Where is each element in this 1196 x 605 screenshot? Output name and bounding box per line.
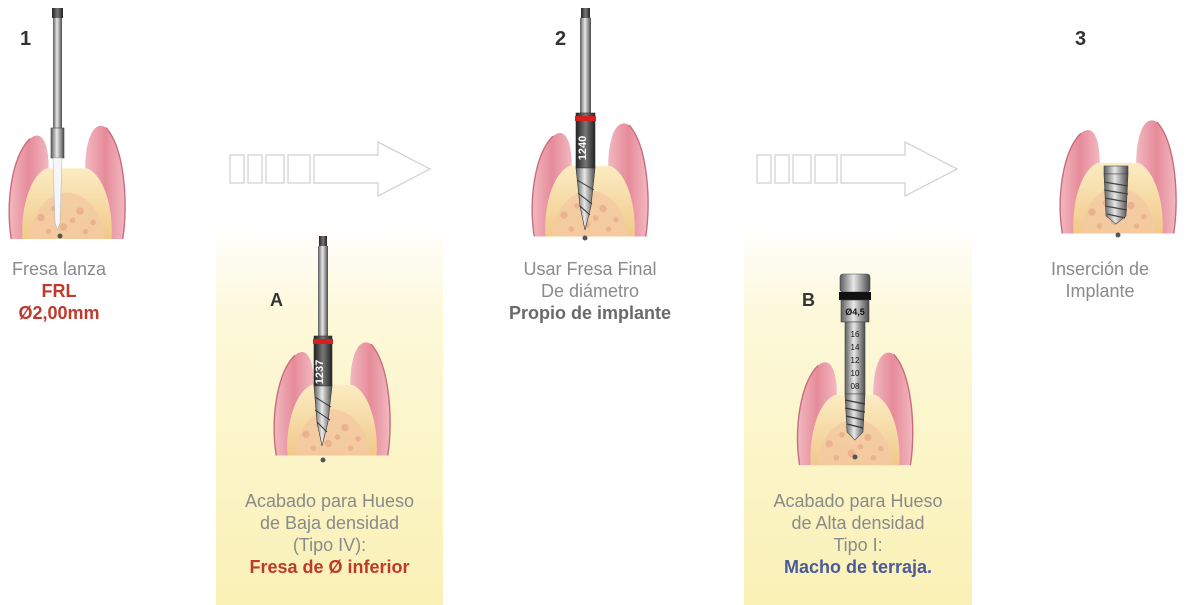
option-b-instruction: Macho de terraja. xyxy=(783,557,933,577)
option-a-line-1: Acabado para Hueso xyxy=(244,491,415,511)
step2-line-1: Usar Fresa Final xyxy=(523,259,657,279)
step1-illustration xyxy=(8,8,126,240)
step2-illustration: 1240 xyxy=(531,8,649,241)
option-b-tap-mark-4: 10 xyxy=(851,369,860,378)
option-b-tap-mark-3: 12 xyxy=(851,356,860,365)
step2-instruction: Propio de implante xyxy=(508,303,672,323)
option-a-drill-mark: 1237 xyxy=(314,360,326,384)
step2-line-2: De diámetro xyxy=(540,281,640,301)
option-b-letter: B xyxy=(802,290,815,310)
step3-caption: Inserción de Implante xyxy=(1030,258,1170,302)
step-number-3: 3 xyxy=(1075,28,1087,50)
step1-drill-name: FRL xyxy=(41,281,77,301)
option-b-tap-mark-5: 08 xyxy=(851,382,860,391)
option-a-caption: Acabado para Hueso de Baja densidad (Tip… xyxy=(216,490,443,578)
step2-caption: Usar Fresa Final De diámetro Propio de i… xyxy=(480,258,700,324)
option-a-illustration: 1237 xyxy=(273,236,391,463)
step3-illustration xyxy=(1059,119,1177,238)
option-a-instruction: Fresa de Ø inferior xyxy=(249,557,410,577)
option-b-caption: Acabado para Hueso de Alta densidad Tipo… xyxy=(744,490,972,578)
step-number-1: 1 xyxy=(20,28,32,50)
step1-drill-diameter: Ø2,00mm xyxy=(18,303,100,323)
step1-line-1: Fresa lanza xyxy=(11,259,107,279)
step2-drill-mark: 1240 xyxy=(577,136,589,160)
step3-line-1: Inserción de xyxy=(1050,259,1150,279)
step-number-2: 2 xyxy=(555,28,567,50)
option-b-tap-mark-1: 16 xyxy=(851,330,860,339)
option-b-illustration: Ø4,5 16 14 12 10 08 xyxy=(796,273,914,466)
arrow-step2-to-step3 xyxy=(756,141,959,197)
option-a-letter: A xyxy=(270,290,283,310)
option-b-line-1: Acabado para Hueso xyxy=(773,491,943,511)
step3-line-2: Implante xyxy=(1065,281,1135,301)
option-b-tap-mark-2: 14 xyxy=(851,343,860,352)
option-b-line-2: de Alta densidad xyxy=(791,513,925,533)
option-a-line-3: (Tipo IV): xyxy=(292,535,367,555)
option-b-tap-diameter: Ø4,5 xyxy=(845,307,865,317)
option-a-line-2: de Baja densidad xyxy=(259,513,400,533)
arrow-step1-to-step2 xyxy=(229,141,432,197)
option-b-line-3: Tipo I: xyxy=(833,535,883,555)
step1-caption: Fresa lanza FRL Ø2,00mm xyxy=(0,258,118,324)
